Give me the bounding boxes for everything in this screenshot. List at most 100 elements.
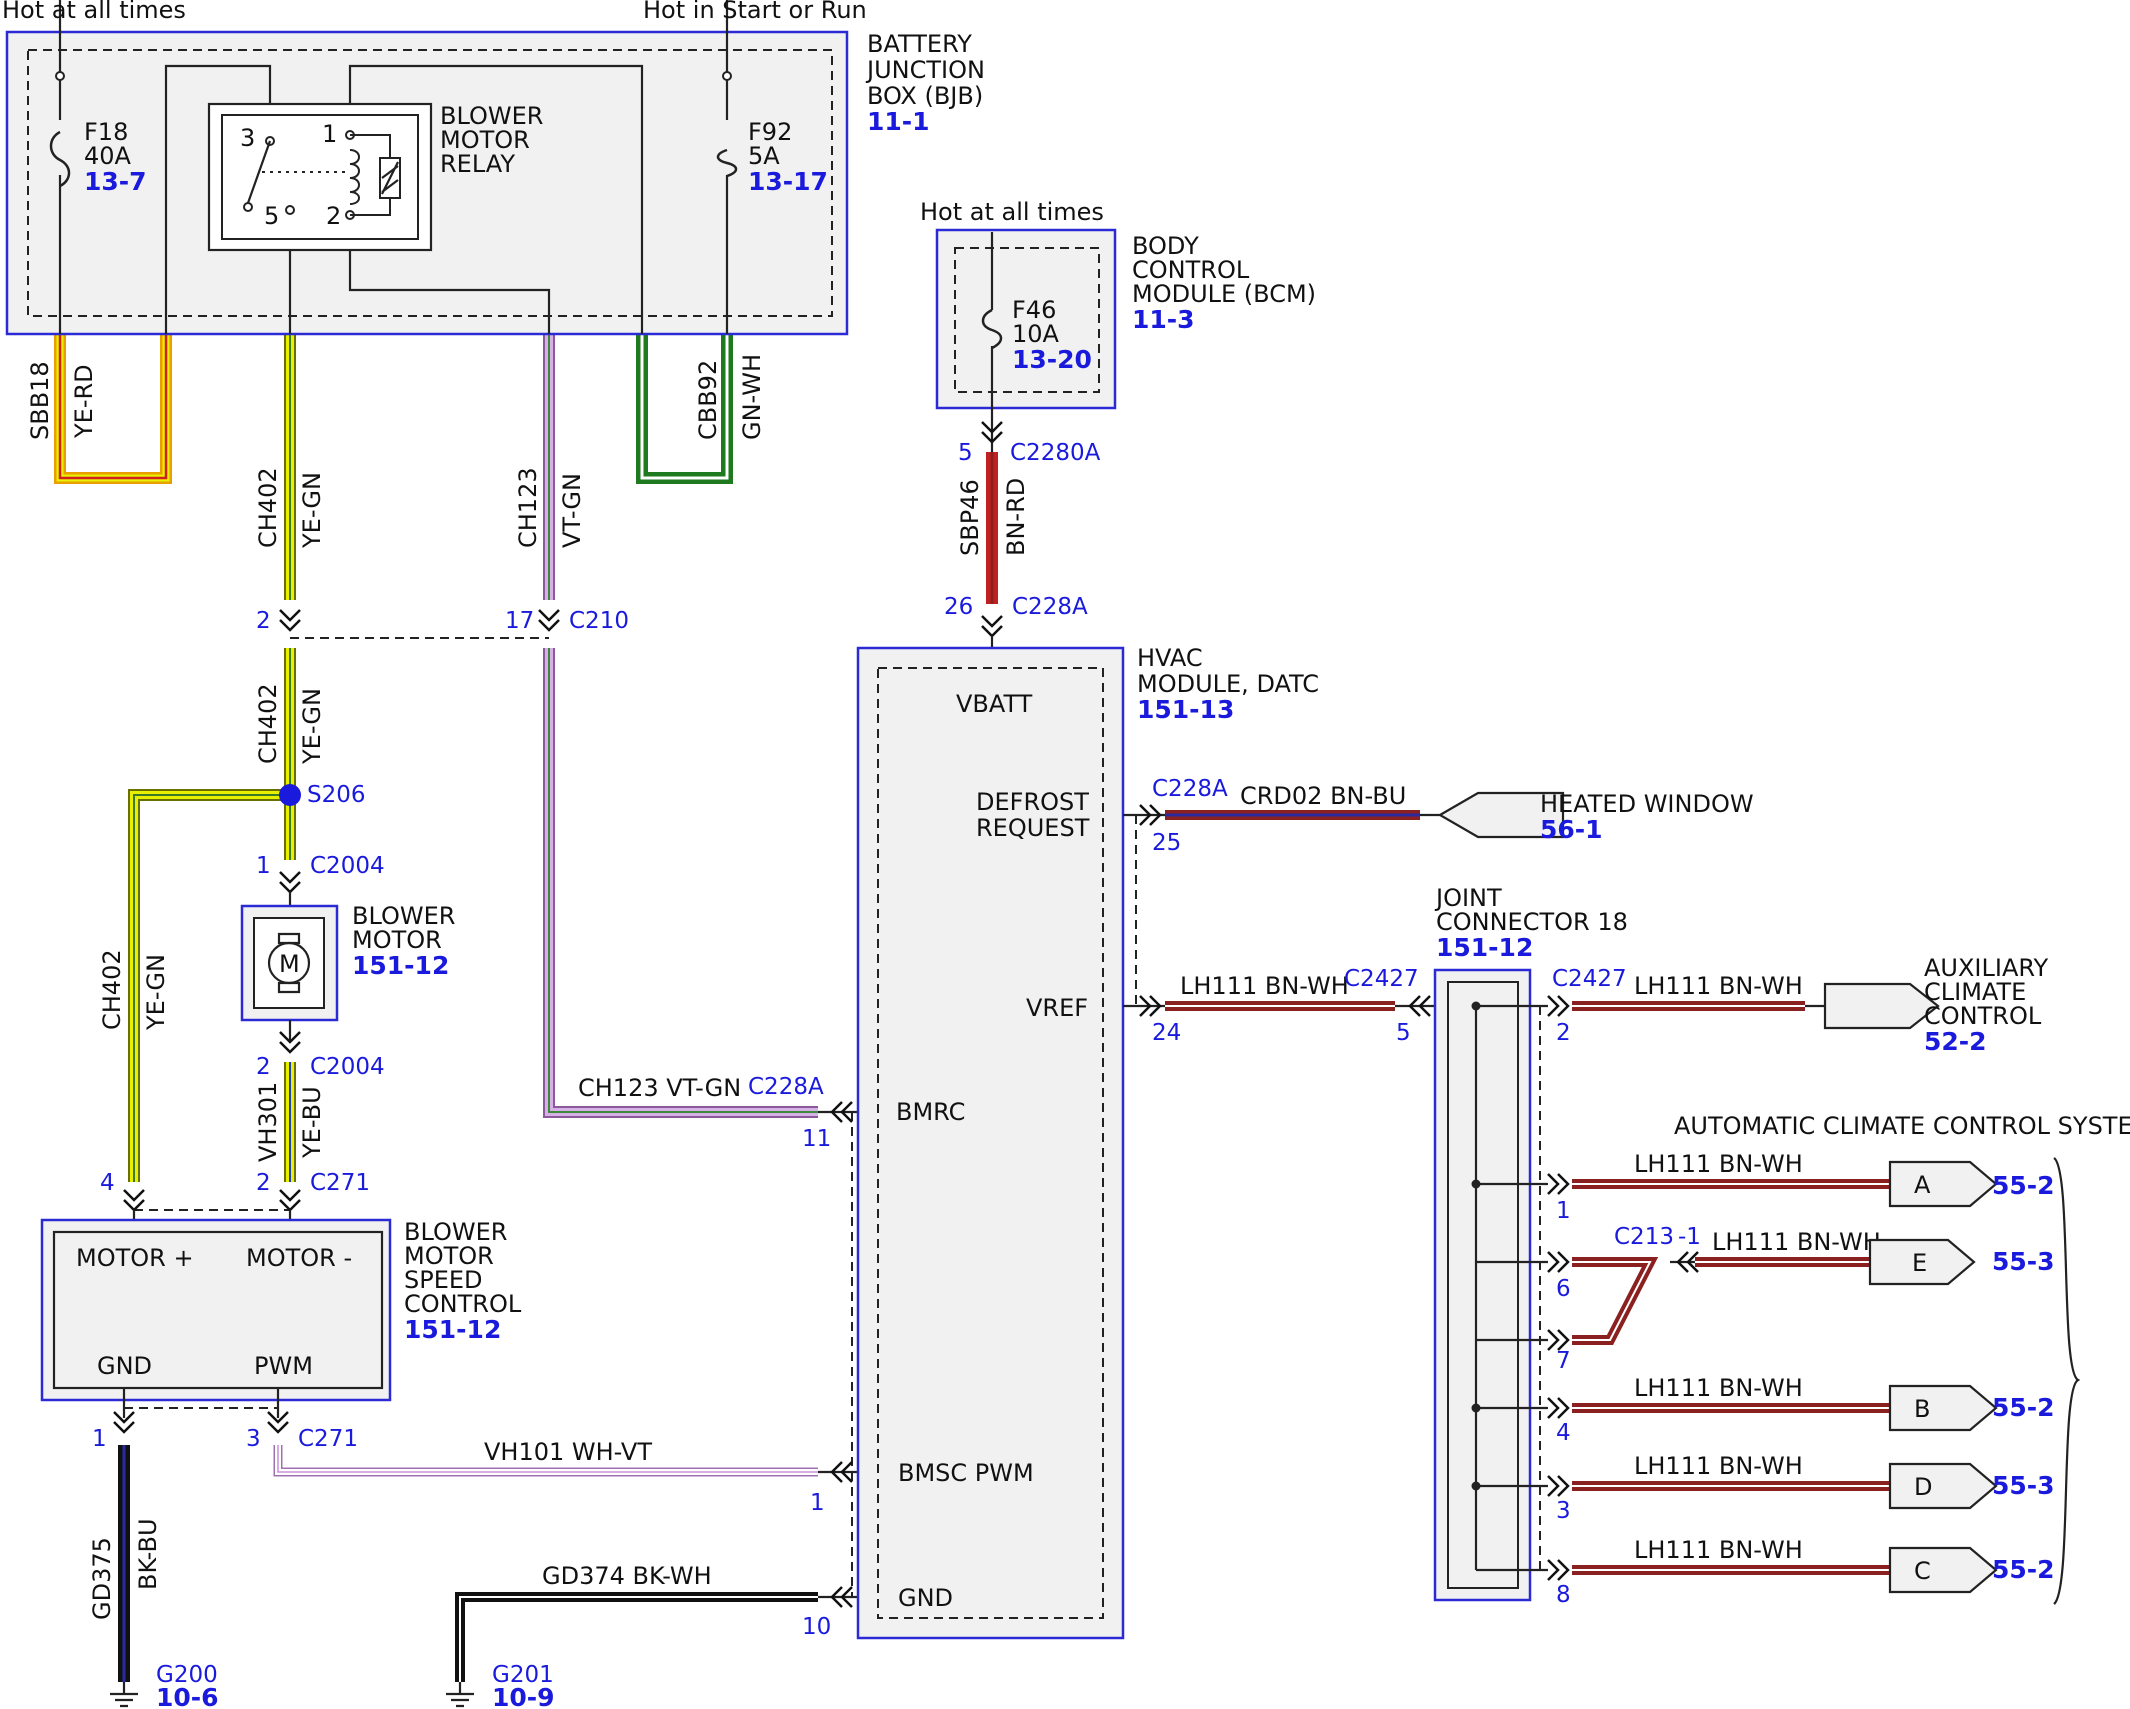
c2280a-label[interactable]: C2280A [1010,440,1101,466]
speed-control-pwm: PWM [254,1352,313,1380]
bcm-name-line3: MODULE (BCM) [1132,280,1316,308]
g201-label[interactable]: G201 [492,1662,554,1688]
hvac-pin-defrost-line2: REQUEST [976,814,1090,842]
bcm-ref[interactable]: 11-3 [1132,305,1195,334]
fuse-f92-ref[interactable]: 13-17 [748,167,828,196]
acc-output-d-ref[interactable]: 55-3 [1992,1471,2055,1500]
c228a-defrost-label[interactable]: C228A [1152,776,1228,802]
hvac-output-connectors [1123,804,1165,1017]
wire-sbb18 [54,334,172,484]
vref-pin: 24 [1152,1020,1181,1046]
hvac-pin-bmrc: BMRC [896,1098,965,1126]
wire-ch123 [543,334,818,1118]
connector-c228a-vbatt [980,614,1004,638]
c271-top-label[interactable]: C271 [310,1170,370,1196]
c228a-vbatt-label[interactable]: C228A [1012,594,1088,620]
relay-name-line1: BLOWER [440,102,543,130]
hvac-pin-bmsc: BMSC PWM [898,1459,1034,1487]
g200-ref[interactable]: 10-6 [156,1683,219,1709]
c210-pin-17: 17 [505,608,534,634]
hvac-module [856,636,1125,1640]
label-hot-at-all-times: Hot at all times [2,0,186,24]
relay-name-line2: MOTOR [440,126,530,154]
wire-vh301-circuit: VH301 [254,1082,282,1162]
wire-ch402-branch [128,789,290,1182]
wire-gd375-circuit: GD375 [88,1537,116,1620]
wire-ch402-color-mid: YE-GN [298,688,326,765]
wire-ch123-label-horizontal: CH123 VT-GN [578,1074,741,1102]
acc-output-e[interactable] [1868,1238,1976,1286]
acc-output-e-ref[interactable]: 55-3 [1992,1247,2055,1276]
acc-pin-d: 3 [1556,1498,1571,1524]
wire-ch402-circuit-mid: CH402 [254,683,282,764]
c228a-bmrc-label[interactable]: C228A [748,1074,824,1100]
speed-control-name-line4: CONTROL [404,1290,522,1318]
hvac-name-line1: HVAC [1137,644,1203,672]
acc-output-b-ref[interactable]: 55-2 [1992,1393,2055,1422]
speed-control-ref[interactable]: 151-12 [404,1315,501,1344]
c213-label[interactable]: C213 [1614,1224,1674,1250]
g200-label[interactable]: G200 [156,1662,218,1688]
blower-motor-ref[interactable]: 151-12 [352,951,449,980]
g201-ref[interactable]: 10-9 [492,1683,555,1709]
aux-climate-arrow [1823,982,1940,1030]
speed-control-motor-minus: MOTOR - [246,1244,352,1272]
blower-motor-speed-control [40,1210,392,1418]
c271-bottom-label[interactable]: C271 [298,1426,358,1452]
bjb-ref[interactable]: 11-1 [867,107,930,136]
blower-motor-name-line1: BLOWER [352,902,455,930]
c2004-bottom-label[interactable]: C2004 [310,1054,385,1080]
blower-motor-symbol: M [279,950,300,978]
joint-connector-name-line1: JOINT [1434,884,1502,912]
gnd-pin: 10 [802,1614,831,1640]
acc-output-a-ref[interactable]: 55-2 [1992,1171,2055,1200]
c2427-left-label[interactable]: C2427 [1344,966,1419,992]
heated-window-ref[interactable]: 56-1 [1540,815,1603,844]
c2280a-pin: 5 [958,440,973,466]
relay-pin-2: 2 [326,202,341,230]
c2427-right-pin: 2 [1556,1020,1571,1046]
relay-pin-3: 3 [240,124,255,152]
joint-connector-ref[interactable]: 151-12 [1436,933,1533,962]
acc-output-b[interactable] [1888,1384,1998,1432]
wire-lh111-vref-label: LH111 BN-WH [1180,972,1349,1000]
wire-vh301-color: YE-BU [298,1086,326,1159]
bmsc-pin: 1 [810,1490,825,1516]
joint-connector-output-arrows [1547,995,1699,1581]
bcm-name-line2: CONTROL [1132,256,1250,284]
hvac-pin-defrost-line1: DEFROST [976,788,1089,816]
acc-pin-e: 6 [1556,1276,1571,1302]
c271-pin-4: 4 [100,1170,115,1196]
wire-lh111-group [1165,1001,1890,1575]
c2427-right-label[interactable]: C2427 [1552,966,1627,992]
bmrc-pin: 11 [802,1126,831,1152]
speed-control-motor-plus: MOTOR + [76,1244,194,1272]
acc-output-c[interactable] [1888,1546,1998,1594]
acc-output-d[interactable] [1888,1462,1998,1510]
acc-output-c-ref[interactable]: 55-2 [1992,1555,2055,1584]
wire-vh101-label: VH101 WH-VT [484,1438,652,1466]
acc-output-d-letter: D [1914,1473,1932,1501]
c210-label[interactable]: C210 [569,608,629,634]
connector-c210-pin2 [278,608,302,632]
acc-output-a[interactable] [1888,1160,1998,1208]
relay-pin-1: 1 [322,120,337,148]
s206-label[interactable]: S206 [307,782,366,808]
wire-cbb92-circuit: CBB92 [694,360,722,440]
c228a-vbatt-pin: 26 [944,594,973,620]
joint-connector-18 [1433,968,1548,1602]
acc-pin-7: 7 [1556,1348,1571,1374]
aux-climate-ref[interactable]: 52-2 [1924,1027,1987,1056]
speed-control-name-line2: MOTOR [404,1242,494,1270]
acc-pin-b: 4 [1556,1420,1571,1446]
hvac-pin-vref: VREF [1026,994,1088,1022]
aux-climate-name-line2: CLIMATE [1924,978,2026,1006]
fuse-f46-ref[interactable]: 13-20 [1012,345,1092,374]
hvac-ref[interactable]: 151-13 [1137,695,1234,724]
splice-s206 [279,784,301,806]
fuse-f18-ref[interactable]: 13-7 [84,167,147,196]
c271-pin-2: 2 [256,1170,271,1196]
acc-output-a-letter: A [1914,1171,1931,1199]
c2004-top-label[interactable]: C2004 [310,853,385,879]
